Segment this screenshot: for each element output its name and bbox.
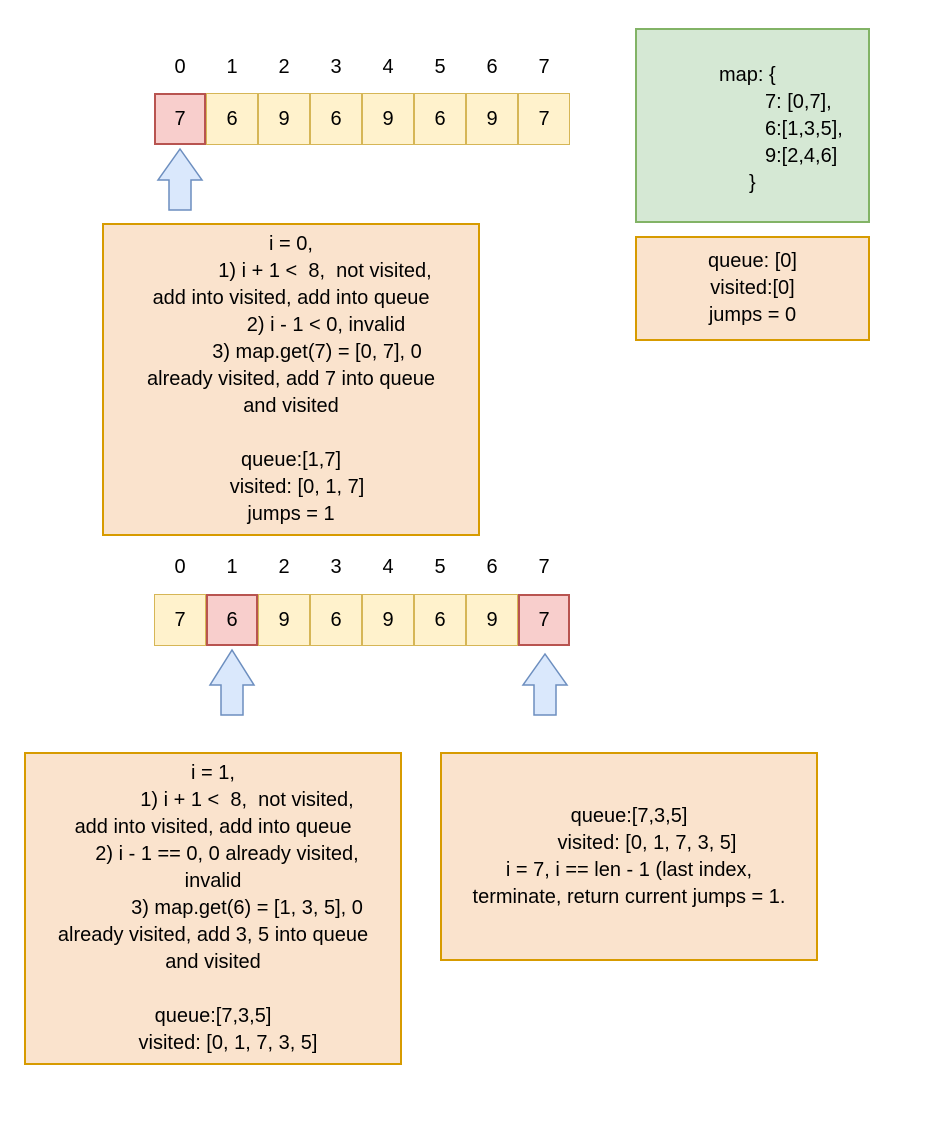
index-label: 7	[538, 556, 550, 578]
up-arrow-icon	[521, 652, 569, 716]
index-label: 6	[486, 56, 498, 78]
text-line: 3) map.get(7) = [0, 7], 0	[212, 341, 422, 363]
array-cell-highlighted: 7	[154, 93, 206, 145]
index-label: 4	[382, 556, 394, 578]
map-line: 6:[1,3,5],	[765, 118, 843, 140]
array-cell: 9	[466, 594, 518, 646]
text-line: queue:[7,3,5]	[570, 804, 688, 827]
text-line: invalid	[184, 870, 242, 892]
array-cell: 6	[310, 93, 362, 145]
index-label: 0	[174, 556, 186, 578]
text-line: jumps = 1	[247, 503, 335, 525]
index-label: 0	[174, 56, 186, 78]
text-line: 2) i - 1 == 0, 0 already visited,	[95, 843, 359, 865]
text-line: 2) i - 1 < 0, invalid	[246, 314, 406, 336]
index-label: 3	[330, 56, 342, 78]
index-label: 1	[226, 556, 238, 578]
index-label: 7	[538, 56, 550, 78]
text-line: visited: [0, 1, 7, 3, 5]	[557, 831, 737, 854]
initial-state-box: queue: [0] visited:[0] jumps = 0	[635, 236, 870, 341]
map-line: map: {	[719, 64, 776, 86]
array-cell: 6	[206, 93, 258, 145]
map-line: 7: [0,7],	[765, 91, 832, 113]
index-label: 1	[226, 56, 238, 78]
array-cell: 9	[258, 93, 310, 145]
up-arrow-icon	[208, 648, 256, 716]
array-cell: 9	[466, 93, 518, 145]
index-label: 5	[434, 556, 446, 578]
text-line: i = 0,	[269, 233, 313, 255]
text-line: queue:[7,3,5]	[154, 1005, 272, 1027]
array-cell: 7	[518, 93, 570, 145]
index-label: 4	[382, 56, 394, 78]
array-cell-highlighted: 7	[518, 594, 570, 646]
array-cell: 6	[310, 594, 362, 646]
text-line: visited: [0, 1, 7, 3, 5]	[138, 1032, 318, 1054]
index-label: 5	[434, 56, 446, 78]
step-1-box: i = 0, 1) i + 1 < 8, not visited, add into…	[102, 223, 480, 536]
step-2-box: i = 1, 1) i + 1 < 8, not visited, add into…	[24, 752, 402, 1065]
text-line: queue: [0]	[708, 250, 797, 272]
text-line: 1) i + 1 < 8, not visited,	[140, 789, 354, 811]
text-line: and visited	[243, 395, 339, 417]
text-line: and visited	[165, 951, 261, 973]
text-line: 1) i + 1 < 8, not visited,	[218, 260, 432, 282]
index-label: 2	[278, 556, 290, 578]
array-cell: 9	[258, 594, 310, 646]
text-line: add into visited, add into queue	[152, 287, 430, 309]
map-box: map: { 7: [0,7], 6:[1,3,5], 9:[2,4,6] }	[635, 28, 870, 223]
step-3-box: queue:[7,3,5] visited: [0, 1, 7, 3, 5] i =…	[440, 752, 818, 961]
text-line	[26, 976, 400, 1003]
text-line: visited: [0, 1, 7]	[229, 476, 365, 498]
text-line: already visited, add 7 into queue	[147, 368, 435, 390]
text-line	[104, 420, 478, 447]
array-cell: 9	[362, 93, 414, 145]
text-line: already visited, add 3, 5 into queue	[57, 924, 369, 946]
index-label: 6	[486, 556, 498, 578]
text-line: i = 1,	[191, 762, 235, 784]
array-cell: 9	[362, 594, 414, 646]
text-line: visited:[0]	[710, 277, 795, 299]
array-cell: 6	[414, 594, 466, 646]
array-cell-highlighted: 6	[206, 594, 258, 646]
index-label: 2	[278, 56, 290, 78]
text-line: queue:[1,7]	[240, 449, 342, 471]
text-line: i = 7, i == len - 1 (last index,	[505, 858, 753, 881]
text-line: terminate, return current jumps = 1.	[472, 885, 786, 908]
array-cell: 7	[154, 594, 206, 646]
text-line: add into visited, add into queue	[74, 816, 352, 838]
array-cell: 6	[414, 93, 466, 145]
text-line: jumps = 0	[708, 304, 797, 326]
text-line: 3) map.get(6) = [1, 3, 5], 0	[131, 897, 363, 919]
up-arrow-icon	[156, 147, 204, 211]
map-line: 9:[2,4,6]	[765, 145, 838, 167]
index-label: 3	[330, 556, 342, 578]
map-line: }	[749, 172, 756, 194]
